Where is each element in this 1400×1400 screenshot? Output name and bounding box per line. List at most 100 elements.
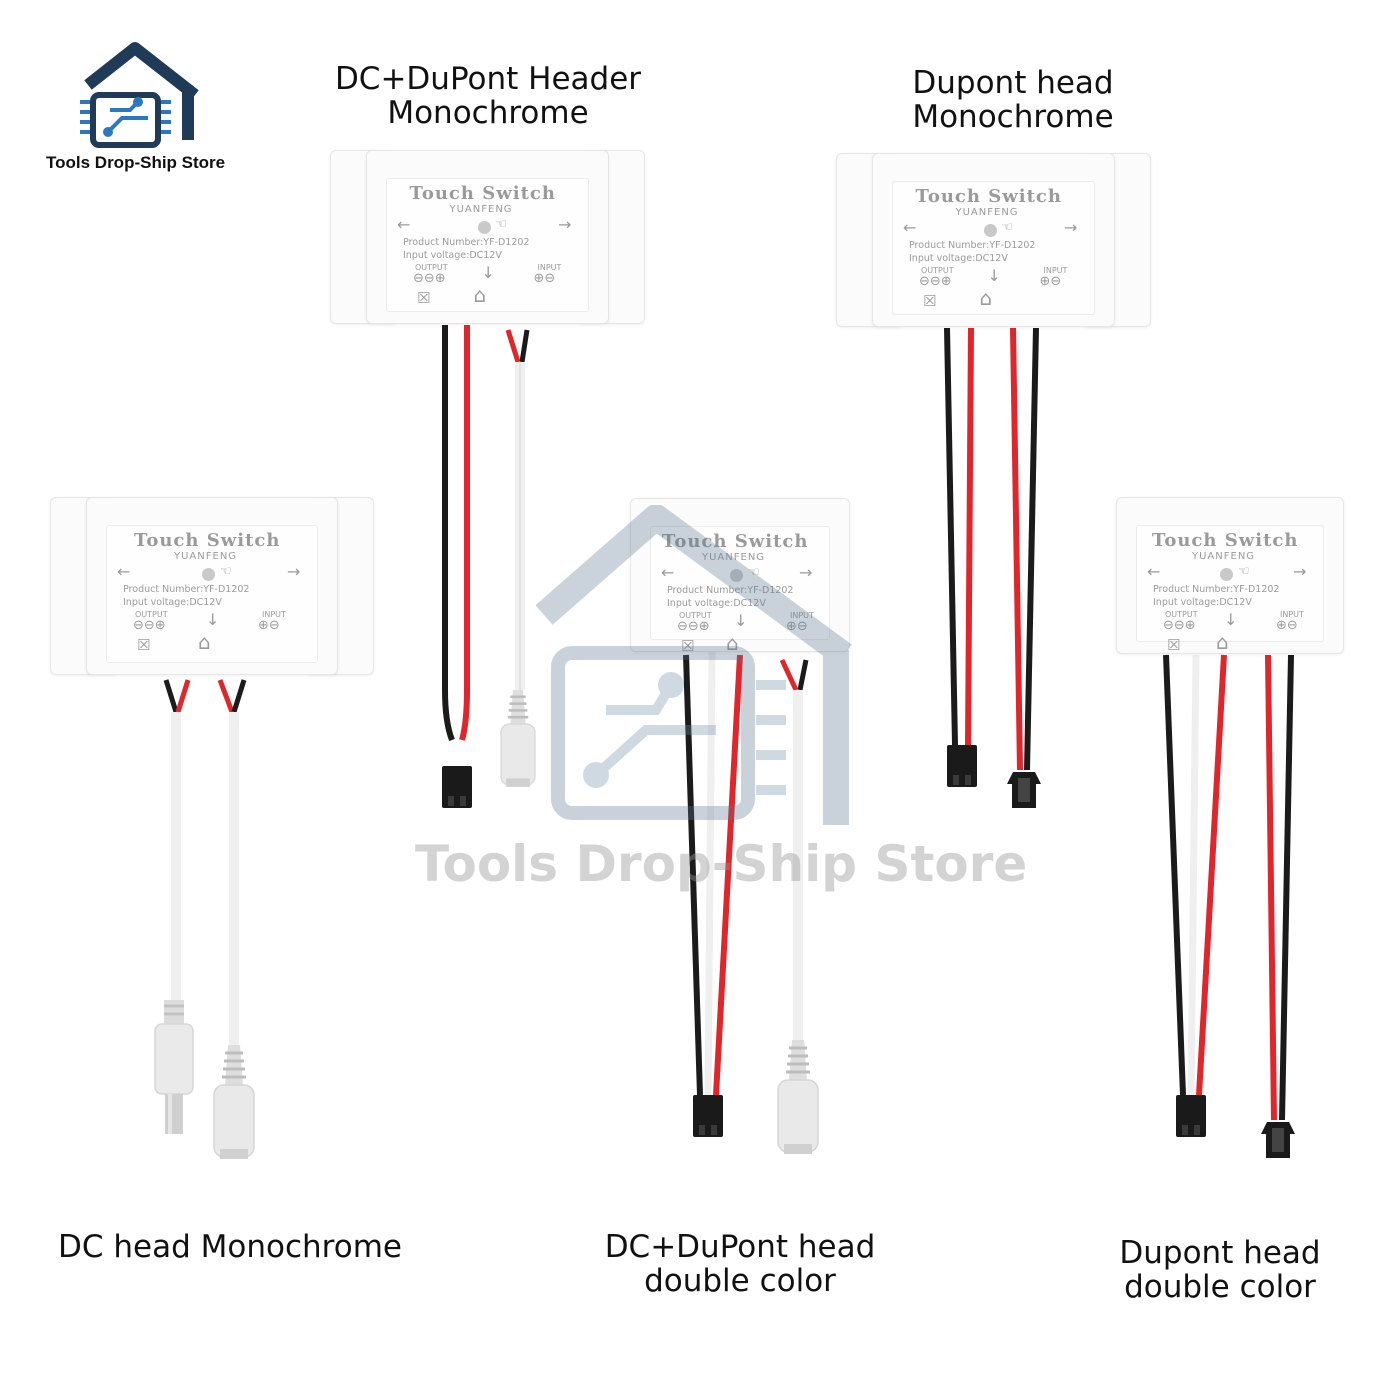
label-maker: YUANFENG (955, 207, 1019, 218)
watermark-text: Tools Drop-Ship Store (415, 835, 1028, 893)
label-input: INPUT (1280, 610, 1304, 619)
arrow-left-icon: ← (1147, 562, 1161, 581)
indoor-use-house-icon: ⌂ (198, 630, 211, 654)
weee-bin-icon: ☒ (681, 637, 695, 655)
touch-sensor-dot-icon (477, 221, 491, 234)
label-input: INPUT (537, 263, 562, 272)
input-terminals-icon: ⊕⊖ (786, 619, 808, 634)
caption-dc-head-monochrome: DC head Monochrome (58, 1229, 402, 1265)
label-input-voltage: Input voltage:DC12V (123, 597, 222, 608)
label-title: Touch Switch (1152, 530, 1299, 551)
label-input-voltage: Input voltage:DC12V (667, 598, 766, 609)
label-product-number: Product Number:YF-D1202 (667, 585, 794, 596)
hand-touch-icon: ☜ (220, 564, 232, 579)
arrow-right-icon: → (558, 215, 572, 234)
arrow-right-icon: → (1293, 562, 1307, 581)
weee-bin-icon: ☒ (923, 292, 937, 310)
label-input: INPUT (790, 611, 814, 620)
label-maker: YUANFENG (1192, 551, 1256, 562)
label-input-voltage: Input voltage:DC12V (1153, 597, 1252, 608)
weee-bin-icon: ☒ (417, 289, 431, 307)
label-output: OUTPUT (1165, 610, 1198, 619)
weee-bin-icon: ☒ (137, 636, 151, 654)
input-terminals-icon: ⊕⊖ (1039, 274, 1062, 289)
indoor-use-house-icon: ⌂ (726, 631, 739, 655)
input-terminals-icon: ⊕⊖ (533, 271, 556, 286)
label-output: OUTPUT (415, 263, 448, 272)
label-maker: YUANFENG (174, 551, 238, 562)
device-5-wires (1163, 654, 1295, 1158)
label-product-number: Product Number:YF-D1202 (909, 240, 1036, 251)
label-product-number: Product Number:YF-D1202 (403, 237, 530, 248)
arrow-left-icon: ← (661, 563, 675, 582)
arrow-down-icon: ↓ (206, 610, 220, 629)
arrow-down-icon: ↓ (987, 266, 1001, 285)
touch-sensor-dot-icon (730, 569, 743, 582)
arrow-left-icon: ← (117, 562, 131, 581)
hand-touch-icon: ☜ (495, 217, 508, 232)
label-maker: YUANFENG (449, 204, 513, 215)
device-3-wires (153, 679, 256, 1161)
hand-touch-icon: ☜ (748, 565, 760, 580)
arrow-down-icon: ↓ (1224, 610, 1238, 629)
arrow-right-icon: → (287, 562, 301, 581)
brand-logo (30, 40, 250, 155)
label-product-number: Product Number:YF-D1202 (123, 584, 250, 595)
arrow-right-icon: → (1064, 218, 1078, 237)
label-title: Touch Switch (915, 186, 1062, 207)
arrow-left-icon: ← (397, 215, 411, 234)
arrow-down-icon: ↓ (481, 263, 495, 282)
input-terminals-icon: ⊕⊖ (1276, 618, 1298, 633)
weee-bin-icon: ☒ (1167, 636, 1181, 654)
label-title: Touch Switch (134, 530, 281, 551)
device-2-wires (944, 327, 1041, 808)
output-terminals-icon: ⊖⊖⊕ (413, 271, 446, 286)
output-terminals-icon: ⊖⊖⊕ (919, 274, 952, 289)
indoor-use-house-icon: ⌂ (473, 283, 487, 307)
label-maker: YUANFENG (702, 552, 766, 563)
touch-sensor-dot-icon (983, 224, 997, 237)
watermark-house-icon (536, 505, 852, 825)
indoor-use-house-icon: ⌂ (1216, 630, 1229, 654)
output-terminals-icon: ⊖⊖⊕ (677, 619, 710, 634)
output-terminals-icon: ⊖⊖⊕ (1163, 618, 1196, 633)
touch-sensor-dot-icon (1220, 568, 1233, 581)
label-title: Touch Switch (409, 183, 556, 204)
brand-name: Tools Drop-Ship Store (46, 153, 226, 172)
label-input-voltage: Input voltage:DC12V (403, 250, 502, 261)
label-output: OUTPUT (135, 610, 168, 619)
touch-sensor-dot-icon (202, 568, 215, 581)
device-1-wires (442, 325, 537, 808)
hand-touch-icon: ☜ (1001, 220, 1014, 235)
label-input-voltage: Input voltage:DC12V (909, 253, 1008, 264)
input-terminals-icon: ⊕⊖ (258, 618, 280, 633)
arrow-left-icon: ← (903, 218, 917, 237)
arrow-down-icon: ↓ (734, 611, 748, 630)
label-output: OUTPUT (921, 266, 954, 275)
hand-touch-icon: ☜ (1238, 564, 1250, 579)
label-output: OUTPUT (679, 611, 712, 620)
label-title: Touch Switch (662, 531, 809, 552)
arrow-right-icon: → (799, 563, 813, 582)
house-circuit-icon (80, 42, 199, 148)
label-input: INPUT (1043, 266, 1068, 275)
device-4-wires (683, 649, 820, 1156)
label-product-number: Product Number:YF-D1202 (1153, 584, 1280, 595)
output-terminals-icon: ⊖⊖⊕ (133, 618, 166, 633)
label-input: INPUT (262, 610, 286, 619)
